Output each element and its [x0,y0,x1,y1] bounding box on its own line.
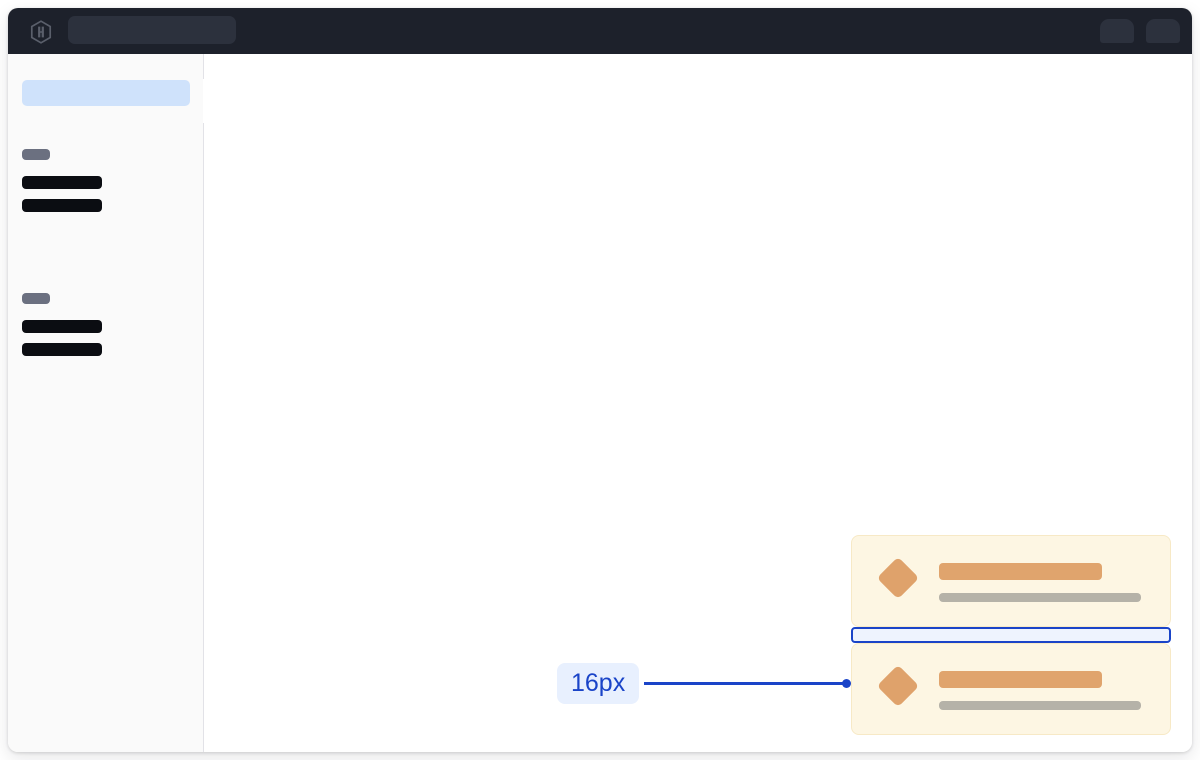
top-bar [8,8,1192,54]
sidebar-item-2-1[interactable] [22,320,102,333]
diamond-icon [876,664,920,708]
measurement-value-label: 16px [571,669,626,697]
spacing-gap-highlight[interactable] [851,627,1171,643]
sidebar-item-1-2[interactable] [22,199,102,212]
hashicorp-hexagon-logo-icon[interactable] [29,20,53,44]
diamond-icon [876,556,920,600]
sidebar [8,54,204,752]
sidebar-group-2 [22,293,102,356]
canvas: 16px [204,54,1192,752]
card-subtitle [939,701,1141,710]
sidebar-group-1 [22,149,102,212]
search-input[interactable] [68,16,236,44]
card-title [939,671,1102,688]
sidebar-item-1-1[interactable] [22,176,102,189]
sidebar-group-1-label [22,149,50,160]
card-subtitle [939,593,1141,602]
measurement-endpoint-dot [842,679,851,688]
info-card-2[interactable] [851,643,1171,735]
sidebar-group-2-label [22,293,50,304]
info-card-1[interactable] [851,535,1171,627]
card-title [939,563,1102,580]
sidebar-item-active[interactable] [22,80,190,106]
app-window: 16px [8,8,1192,752]
measurement-leader-line [644,682,846,685]
topbar-chip-1[interactable] [1100,19,1134,43]
sidebar-item-2-2[interactable] [22,343,102,356]
topbar-chip-2[interactable] [1146,19,1180,43]
card-stack [851,535,1171,735]
measurement-badge: 16px [557,663,640,704]
